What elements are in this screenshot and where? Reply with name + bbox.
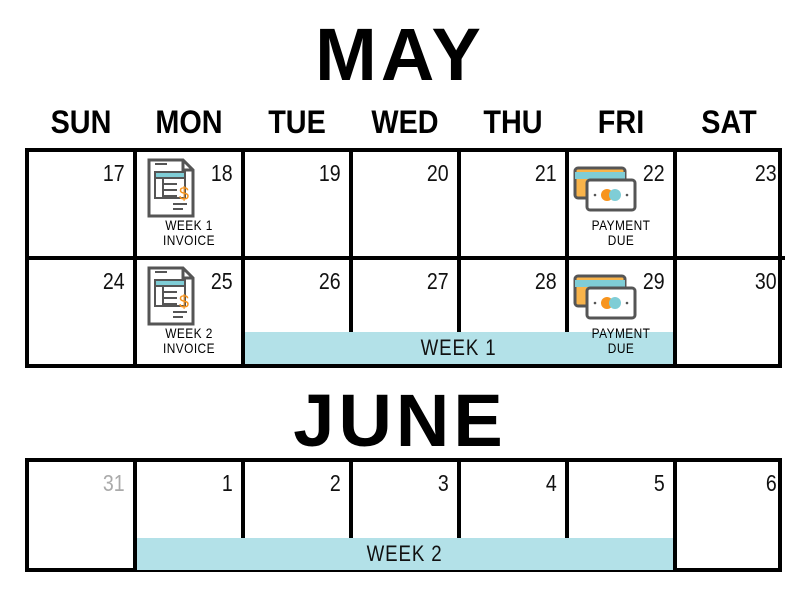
day-of-week-header: SUN — [50, 104, 112, 140]
day-cell[interactable]: 22 — [569, 152, 677, 260]
day-number: 23 — [755, 160, 777, 186]
day-number: 6 — [766, 470, 777, 496]
day-number: 5 — [654, 470, 665, 496]
day-number: 26 — [319, 268, 341, 294]
day-of-week-header: SAT — [701, 104, 757, 140]
day-cell[interactable]: 29 — [569, 260, 677, 364]
day-of-week-header: MON — [155, 104, 223, 140]
day-number: 18 — [211, 160, 233, 186]
week-span-bar: WEEK 2 — [137, 538, 673, 570]
week-span-bar: WEEK 1 — [245, 332, 673, 364]
day-cell[interactable]: 23 — [677, 152, 785, 260]
day-number: 25 — [211, 268, 233, 294]
day-cell[interactable]: 26 — [245, 260, 353, 364]
day-of-week-header: THU — [483, 104, 543, 140]
day-cell[interactable]: 30 — [677, 260, 785, 364]
week-bar-label: WEEK 1 — [421, 335, 497, 360]
day-cell[interactable]: 6 — [677, 462, 785, 570]
day-cell[interactable]: 1 — [137, 462, 245, 570]
day-of-week-header: WED — [371, 104, 439, 140]
day-number: 1 — [222, 470, 233, 496]
svg-text:$: $ — [179, 292, 189, 312]
day-cell[interactable]: 25 $ — [137, 260, 245, 364]
day-number: 22 — [643, 160, 665, 186]
svg-text:$: $ — [179, 184, 189, 204]
day-cell[interactable]: 24 — [29, 260, 137, 364]
day-cell[interactable]: 5 — [569, 462, 677, 570]
day-number: 30 — [755, 268, 777, 294]
day-cell[interactable]: 4 — [461, 462, 569, 570]
day-number: 19 — [319, 160, 341, 186]
day-cell[interactable]: 3 — [353, 462, 461, 570]
day-number: 17 — [103, 160, 125, 186]
day-cell[interactable]: 27 — [353, 260, 461, 364]
credit-card-payment-icon — [573, 274, 637, 325]
day-number: 2 — [330, 470, 341, 496]
invoice-document-icon: $ — [147, 266, 195, 331]
day-number: 28 — [535, 268, 557, 294]
day-number: 31 — [103, 470, 125, 496]
day-number: 24 — [103, 268, 125, 294]
day-number: 27 — [427, 268, 449, 294]
day-cell[interactable]: 17 — [29, 152, 137, 260]
week-bar-label: WEEK 2 — [367, 541, 443, 566]
day-number: 3 — [438, 470, 449, 496]
credit-card-payment-icon — [573, 166, 637, 217]
day-cell[interactable]: 18 $ — [137, 152, 245, 260]
day-cell[interactable]: 20 — [353, 152, 461, 260]
day-number: 4 — [546, 470, 557, 496]
day-cell[interactable]: 19 — [245, 152, 353, 260]
day-of-week-header: TUE — [268, 104, 326, 140]
day-cell[interactable]: 21 — [461, 152, 569, 260]
day-number: 20 — [427, 160, 449, 186]
day-cell[interactable]: 2 — [245, 462, 353, 570]
day-of-week-header: FRI — [597, 104, 645, 140]
day-number: 21 — [535, 160, 557, 186]
month-title-june: JUNE — [293, 379, 507, 462]
month-title-may: MAY — [315, 13, 485, 96]
day-cell[interactable]: 31 — [29, 462, 137, 570]
day-cell[interactable]: 28 — [461, 260, 569, 364]
invoice-document-icon: $ — [147, 158, 195, 223]
day-number: 29 — [643, 268, 665, 294]
